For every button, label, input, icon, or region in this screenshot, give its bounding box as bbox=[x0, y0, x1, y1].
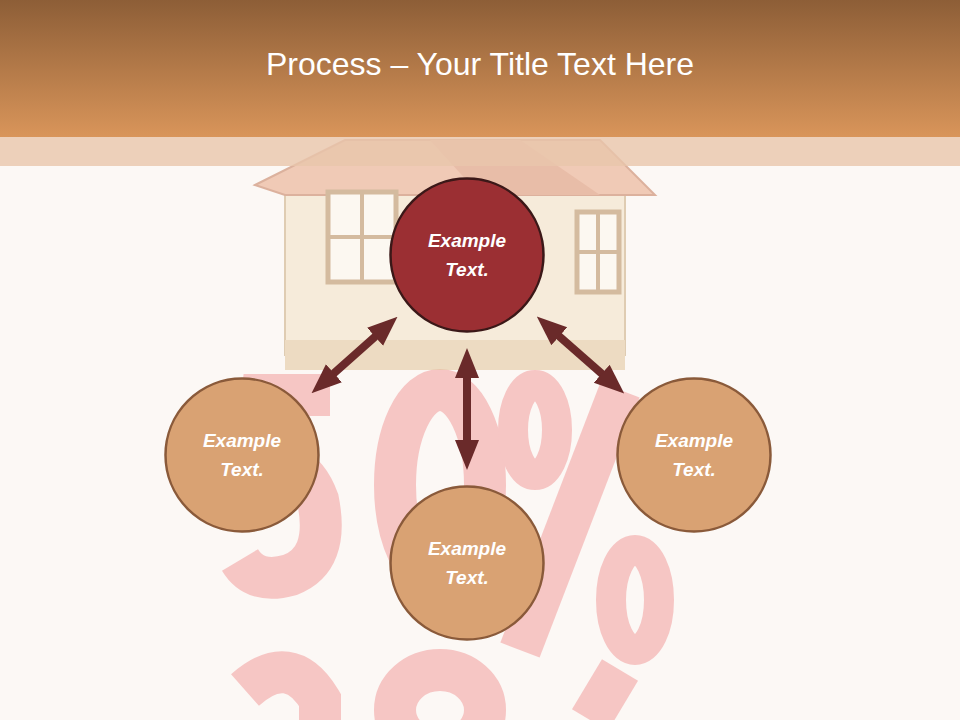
example-circle: Example Text. bbox=[164, 377, 320, 533]
example-circle: Example Text. bbox=[389, 177, 545, 333]
example-circle: Example Text. bbox=[616, 377, 772, 533]
example-circle: Example Text. bbox=[389, 485, 545, 641]
node-label: Example Text. bbox=[649, 426, 739, 484]
double-arrow bbox=[323, 327, 387, 383]
slide-title: Process – Your Title Text Here bbox=[0, 0, 960, 137]
node-label: Example Text. bbox=[422, 534, 512, 592]
circle-outline bbox=[389, 485, 545, 641]
double-arrow bbox=[463, 363, 471, 455]
header-stripe bbox=[0, 137, 960, 166]
house-illustration bbox=[255, 140, 655, 370]
circle-outline bbox=[616, 377, 772, 533]
node-label: Example Text. bbox=[197, 426, 287, 484]
circle-outline bbox=[164, 377, 320, 533]
circle-shape bbox=[618, 379, 771, 532]
circle-shape bbox=[166, 379, 319, 532]
circle-outline bbox=[389, 177, 545, 333]
circle-shape bbox=[391, 487, 544, 640]
circle-shape bbox=[391, 179, 544, 332]
double-arrow bbox=[548, 326, 613, 383]
header-band bbox=[0, 0, 960, 137]
node-label: Example Text. bbox=[422, 226, 512, 284]
